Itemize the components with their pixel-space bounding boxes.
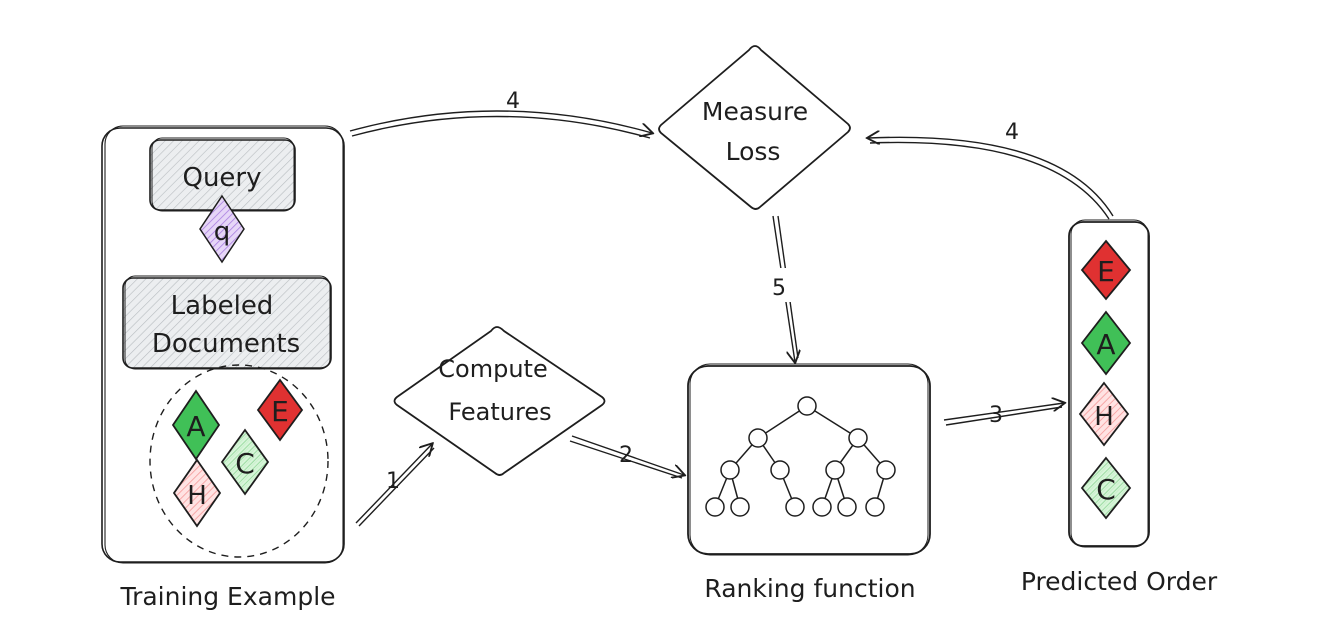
doc-token-a: A [171, 389, 221, 461]
svg-text:2: 2 [619, 443, 633, 468]
training-example-caption: Training Example [119, 582, 335, 611]
predicted-order-caption: Predicted Order [1021, 567, 1218, 596]
arrow-training-to-loss: 4 [349, 89, 652, 139]
labeled-documents-box: Labeled Documents [122, 275, 332, 370]
svg-text:H: H [187, 481, 207, 511]
arrow-ranking-to-predicted: 3 [943, 403, 1064, 428]
svg-text:A: A [186, 410, 205, 443]
svg-text:5: 5 [772, 276, 786, 301]
predicted-item-c: C [1080, 456, 1132, 520]
svg-text:H: H [1094, 402, 1114, 432]
labeled-documents-line1: Labeled [171, 291, 274, 321]
predicted-item-h: H [1078, 381, 1130, 447]
doc-token-e: E [256, 378, 304, 442]
compute-features-line1: Compute [438, 355, 547, 383]
predicted-item-e: E [1080, 239, 1132, 301]
svg-text:4: 4 [506, 89, 520, 114]
ranking-tree-icon [705, 396, 896, 517]
svg-text:1: 1 [386, 469, 400, 494]
svg-text:C: C [235, 447, 255, 480]
arrow-training-to-features: 1 [355, 444, 435, 527]
query-label: Query [182, 163, 261, 193]
measure-loss-line1: Measure [702, 97, 808, 126]
documents-group-outline [149, 364, 329, 558]
training-example-panel [101, 125, 345, 564]
svg-text:3: 3 [989, 403, 1003, 428]
ranking-function-caption: Ranking function [704, 574, 915, 603]
doc-token-h: H [172, 458, 222, 528]
svg-text:C: C [1096, 473, 1116, 506]
predicted-item-a: A [1080, 310, 1132, 376]
query-token: q [199, 194, 245, 264]
measure-loss-node: Measure Loss [658, 45, 851, 210]
arrow-features-to-ranking: 2 [569, 435, 684, 478]
svg-text:A: A [1096, 328, 1115, 361]
ranking-function-box [687, 363, 931, 556]
svg-text:E: E [271, 395, 289, 428]
compute-features-node: Compute Features [393, 326, 606, 476]
predicted-order-panel [1068, 219, 1150, 548]
doc-token-c: C [220, 428, 270, 496]
compute-features-line2: Features [448, 398, 551, 426]
arrow-predicted-to-loss: 4 [868, 120, 1114, 220]
svg-text:4: 4 [1005, 120, 1019, 145]
svg-text:E: E [1097, 255, 1115, 288]
query-token-label: q [214, 217, 231, 247]
measure-loss-line2: Loss [726, 137, 781, 166]
arrow-loss-to-ranking: 5 [764, 215, 798, 362]
labeled-documents-line2: Documents [152, 329, 300, 359]
